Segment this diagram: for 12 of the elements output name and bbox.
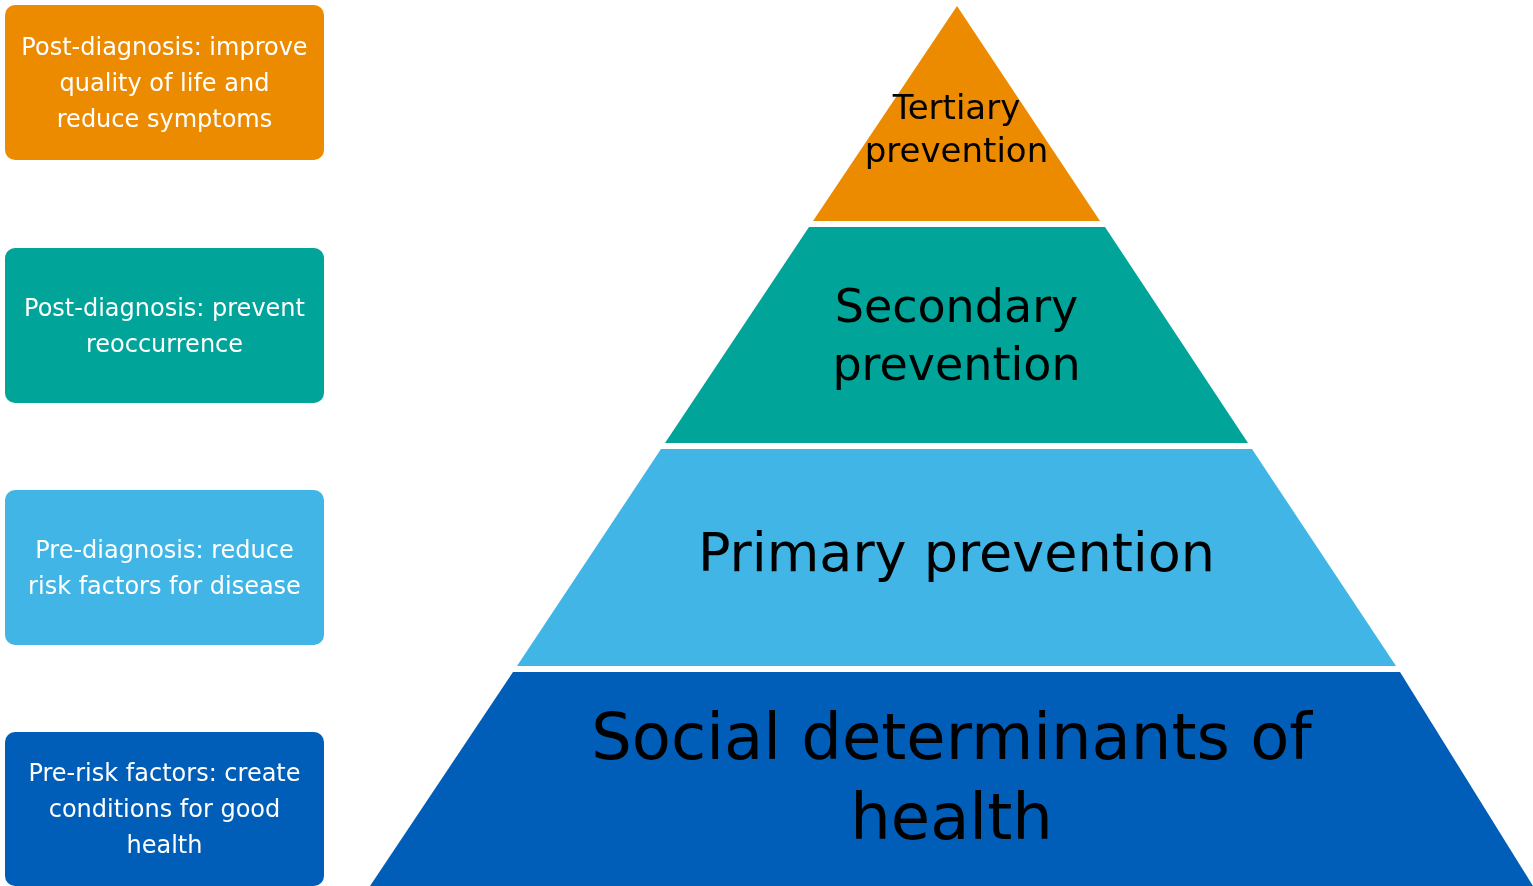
- description-text: Post-diagnosis: prevent reoccurrence: [23, 292, 306, 360]
- tier-label: Tertiary prevention: [863, 86, 1050, 172]
- description-box: [5, 5, 324, 160]
- description-text: Pre-diagnosis: reduce risk factors for disease: [27, 534, 302, 602]
- tier-label: Primary prevention: [696, 520, 1217, 586]
- description-text: Pre-risk factors: create conditions for good health: [27, 758, 302, 861]
- tier-label: Social determinants of health: [590, 699, 1314, 856]
- tier-label: Secondary prevention: [831, 278, 1082, 393]
- description-box: [5, 732, 324, 886]
- description-box: [5, 490, 324, 645]
- description-box: [5, 248, 324, 403]
- description-text: Post-diagnosis: improve quality of life and reduce symptoms: [20, 31, 309, 135]
